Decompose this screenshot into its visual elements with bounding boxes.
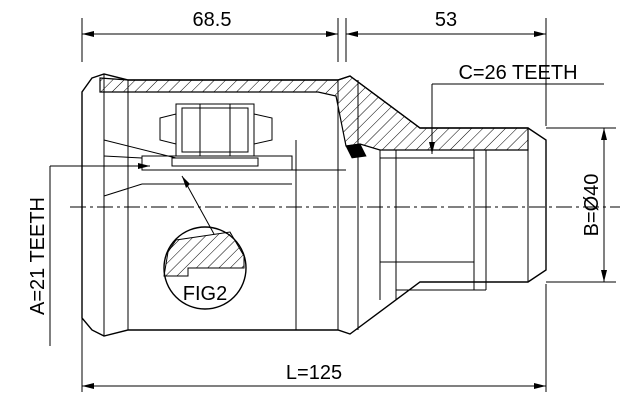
spider-assembly [103, 103, 346, 197]
fig2-label: FIG2 [183, 283, 227, 305]
dimension-housing-length: 68.5 [81, 9, 339, 62]
dimension-stem-length: 53 [345, 9, 547, 126]
spline-c-callout: C=26 TEETH [429, 62, 604, 154]
dimension-diameter-b: B=Ø40 [546, 127, 616, 283]
diameter-b-text: B=Ø40 [581, 174, 603, 237]
dimension-overall-length: L=125 [81, 284, 547, 392]
housing-length-value: 68.5 [193, 9, 232, 31]
stem-length-value: 53 [435, 9, 457, 31]
spline-a-text: A=21 TEETH [27, 197, 49, 315]
overall-length-value: L=125 [286, 362, 342, 384]
hatched-section [99, 75, 529, 159]
joint-outline [81, 73, 547, 337]
spline-a-callout: A=21 TEETH [27, 163, 150, 346]
spline-c-text: C=26 TEETH [458, 62, 577, 84]
fig2-callout: FIG2 [163, 175, 247, 310]
